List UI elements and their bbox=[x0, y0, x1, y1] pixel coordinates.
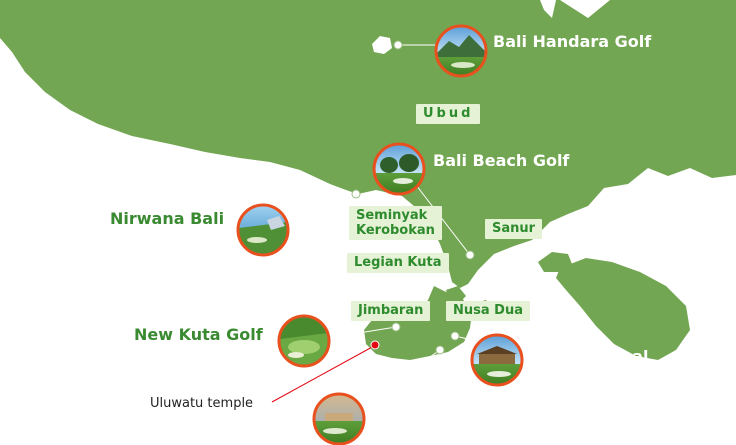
golf-course-photo-icon[interactable] bbox=[312, 392, 366, 445]
area-label-legian-kuta: Legian Kuta bbox=[347, 253, 449, 273]
golf-course-photo-icon[interactable] bbox=[470, 333, 524, 387]
northeast-cape bbox=[540, 0, 556, 18]
location-dot-icon bbox=[435, 345, 445, 355]
landmark-label-uluwatu-temple: Uluwatu temple bbox=[150, 396, 254, 411]
uluwatu-leader-line bbox=[271, 345, 375, 403]
golf-course-photo-icon[interactable] bbox=[277, 314, 331, 368]
location-dot-icon bbox=[465, 250, 475, 260]
golf-course-label-bali-beach[interactable]: Bali Beach Golf bbox=[433, 151, 570, 170]
golf-course-label-bali-national[interactable]: Bali National bbox=[533, 347, 649, 366]
area-label-sanur: Sanur bbox=[485, 219, 543, 239]
landmark-dot-icon bbox=[370, 340, 380, 350]
location-dots bbox=[351, 40, 475, 355]
golf-course-label-nirwana-bali[interactable]: Nirwana Bali bbox=[110, 209, 225, 228]
location-dot-icon bbox=[450, 331, 460, 341]
lake-bratan bbox=[372, 36, 392, 54]
area-label-seminyak-kerobokan: Seminyak Kerobokan bbox=[349, 206, 442, 240]
golf-course-photo-icon[interactable] bbox=[236, 203, 290, 257]
location-dot-icon bbox=[393, 40, 403, 50]
bukit-peninsula bbox=[364, 286, 472, 360]
area-label-nusa-dua: Nusa Dua bbox=[446, 301, 530, 321]
golf-course-label-bukit-pandawa[interactable]: Bukit Pandawa bbox=[374, 401, 509, 420]
isthmus bbox=[446, 286, 466, 302]
area-label-jimbaran: Jimbaran bbox=[351, 301, 431, 321]
area-label-ubud: Ubud bbox=[416, 104, 481, 124]
golf-course-photo-icon[interactable] bbox=[434, 24, 488, 78]
bali-island-land bbox=[0, 0, 736, 288]
location-dot-icon bbox=[351, 189, 361, 199]
nusa-lembongan-island bbox=[538, 252, 572, 272]
golf-course-label-new-kuta[interactable]: New Kuta Golf bbox=[134, 325, 263, 344]
location-dot-icon bbox=[391, 322, 401, 332]
golf-course-label-bali-handara[interactable]: Bali Handara Golf bbox=[493, 32, 652, 51]
golf-course-photo-icon[interactable] bbox=[372, 142, 426, 196]
nusa-penida-island bbox=[556, 258, 690, 360]
